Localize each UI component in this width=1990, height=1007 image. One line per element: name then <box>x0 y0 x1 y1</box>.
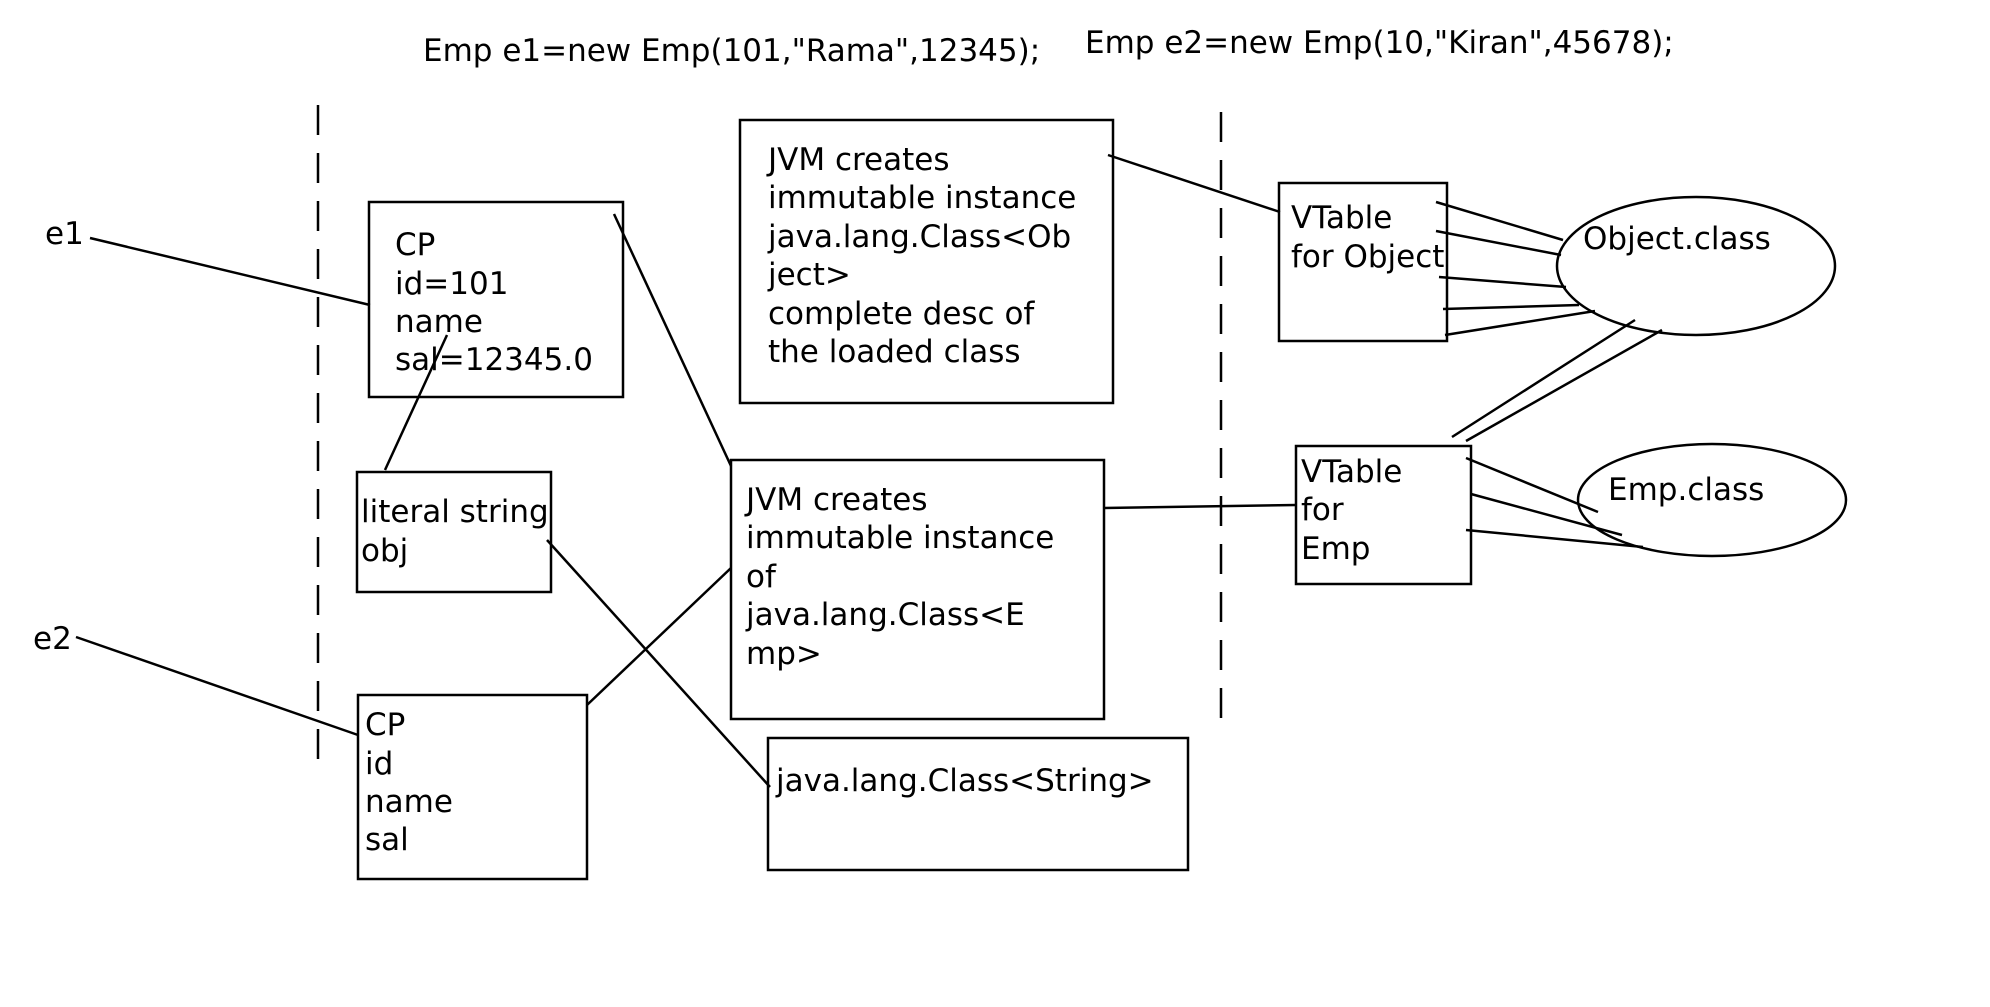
e2-statement: Emp e2=new Emp(10,"Kiran",45678); <box>1085 25 1674 61</box>
e1-to-cp-e1-arrow <box>89 236 371 307</box>
vtable-emp-method-link <box>1465 528 1644 549</box>
emp-class-label: Emp.class <box>1608 472 1764 508</box>
object-class-label: Object.class <box>1583 221 1771 257</box>
vtable-object-method-link <box>1444 309 1596 337</box>
e2-to-cp-e2-arrow <box>75 635 359 737</box>
vtable-emp-method-link <box>1470 492 1623 537</box>
vtable-object-text: VTable for Object <box>1291 200 1444 275</box>
vtable-object-method-link <box>1435 229 1562 257</box>
literal-string-box <box>355 470 553 594</box>
cp-e2-to-emp-class-link <box>586 567 732 706</box>
object-class-to-vtable-link <box>1107 153 1281 214</box>
jvm-object-class-box <box>738 118 1115 405</box>
literal-string-to-class-string-link <box>546 539 771 788</box>
jvm-emp-class-text: JVM creates immutable instance of java.l… <box>744 482 1064 672</box>
jvm-emp-class-box <box>729 458 1106 721</box>
cp-e1-text: CP id=101 name sal=12345.0 <box>395 227 593 378</box>
cp-e2-box <box>356 693 589 881</box>
vtable-emp-text: VTable for Emp <box>1301 454 1412 567</box>
class-string-box <box>766 736 1190 872</box>
jvm-object-class-text: JVM creates immutable instance java.lang… <box>766 142 1086 370</box>
vtable-object-method-link <box>1442 303 1580 311</box>
vtable-object-box <box>1277 181 1449 343</box>
vtable-emp-method-link <box>1465 456 1599 514</box>
vtable-emp-to-object-class-link <box>1465 328 1663 443</box>
object-class-ellipse <box>1555 195 1837 337</box>
ref-e1-label: e1 <box>45 216 84 252</box>
e1-statement: Emp e1=new Emp(101,"Rama",12345); <box>423 33 1040 69</box>
emp-class-ellipse <box>1576 442 1848 558</box>
class-string-text: java.lang.Class<String> <box>775 763 1154 799</box>
emp-class-to-vtable-link <box>1103 503 1297 510</box>
vtable-object-method-link <box>1435 200 1564 242</box>
cp-e1-box <box>367 200 625 399</box>
literal-string-text: literal string obj <box>361 494 559 569</box>
cp-e1-to-emp-class-link <box>612 213 733 467</box>
name-to-literal-string-link <box>383 334 449 471</box>
vtable-emp-to-object-class-link <box>1451 318 1636 439</box>
vtable-object-method-link <box>1438 275 1567 289</box>
vtable-emp-box <box>1294 444 1473 586</box>
ref-e2-label: e2 <box>33 621 72 657</box>
cp-e2-text: CP id name sal <box>365 707 463 858</box>
